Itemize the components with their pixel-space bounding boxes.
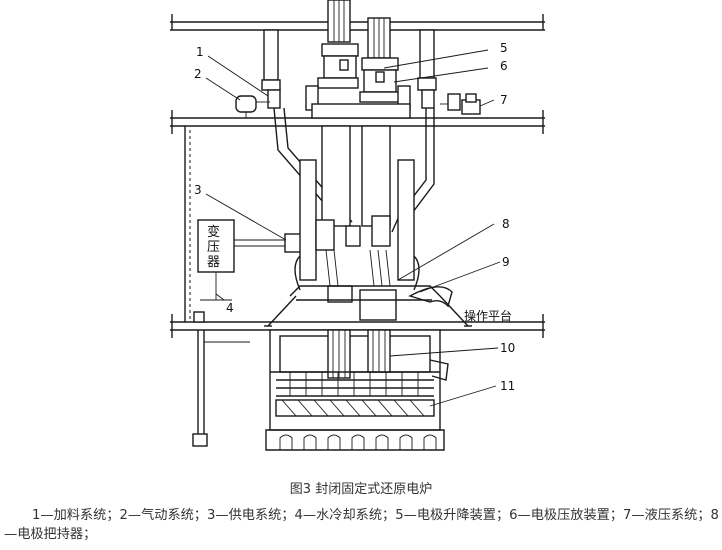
callout-4: 4 <box>226 301 234 315</box>
callout-11: 11 <box>500 379 515 393</box>
transformer: 变 压 器 <box>197 219 304 301</box>
callout-6: 6 <box>500 59 508 73</box>
electrode-shafts <box>294 125 420 291</box>
platform-label: 操作平台 <box>464 308 512 323</box>
furnace-diagram: 变 压 器 <box>170 0 545 451</box>
callout-2: 2 <box>194 67 202 81</box>
feed-system <box>261 29 437 233</box>
transformer-label-1: 变 <box>207 224 220 240</box>
callout-5: 5 <box>500 41 508 55</box>
hydraulic-system <box>440 93 481 115</box>
furnace-hood <box>264 286 472 327</box>
electrode-columns <box>305 0 411 119</box>
figure-caption: 图3 封闭固定式还原电炉 <box>289 482 433 497</box>
figure-legend: 1—加料系统；2—气动系统；3—供电系统；4—水冷却系统；5—电极升降装置；6—… <box>4 508 719 542</box>
transformer-label-2: 压 <box>207 240 220 255</box>
callout-8: 8 <box>502 217 510 231</box>
top-floor <box>170 14 545 31</box>
transformer-label-3: 器 <box>207 255 220 270</box>
callout-1: 1 <box>196 45 204 59</box>
callout-leaders <box>205 49 501 407</box>
pneumatic-system <box>235 95 270 118</box>
callout-9: 9 <box>502 255 510 269</box>
left-frame <box>184 126 250 447</box>
furnace-body <box>269 329 449 431</box>
callout-10: 10 <box>500 341 515 355</box>
callout-7: 7 <box>500 93 508 107</box>
electrode-holder <box>289 285 441 321</box>
furnace-foundation <box>265 429 445 451</box>
callout-3: 3 <box>194 183 202 197</box>
